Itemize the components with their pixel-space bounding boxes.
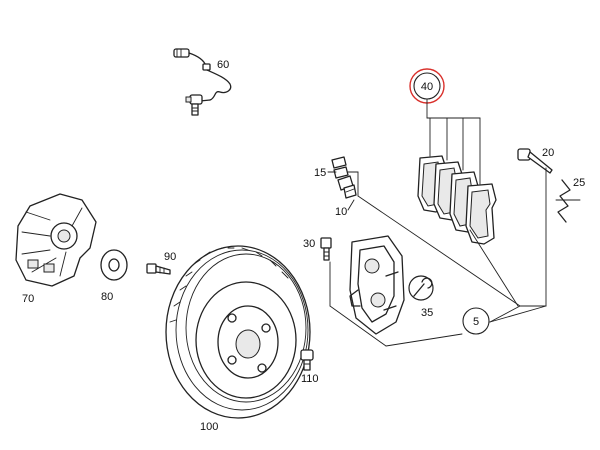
bleeder-screw-drawing[interactable] (408, 275, 434, 301)
callout-80[interactable]: 80 (101, 291, 113, 303)
callout-30[interactable]: 30 (303, 238, 315, 250)
callout-20[interactable]: 20 (542, 147, 554, 159)
shield-bolt-drawing[interactable] (146, 263, 171, 275)
callout-35[interactable]: 35 (421, 307, 433, 319)
callout-70[interactable]: 70 (22, 293, 34, 305)
callout-90[interactable]: 90 (164, 251, 176, 263)
caliper-assembly-leader-lines (329, 167, 547, 347)
spreader-spring-drawing[interactable] (555, 179, 581, 223)
guide-pin-drawing[interactable] (337, 175, 357, 199)
brake-disc-drawing[interactable] (165, 245, 311, 419)
leader-10 (347, 199, 355, 211)
disc-vent-hatching (169, 247, 289, 323)
callout-40[interactable]: 40 (421, 81, 433, 93)
callout-60[interactable]: 60 (217, 59, 229, 71)
callout-10[interactable]: 10 (335, 206, 347, 218)
brake-pad-set-drawing[interactable] (417, 155, 497, 245)
guide-pin-cap-drawing[interactable] (331, 156, 349, 179)
callout-25[interactable]: 25 (573, 177, 585, 189)
callout-15[interactable]: 15 (314, 167, 326, 179)
caliper-bolt-drawing[interactable] (320, 237, 332, 261)
splash-shield-drawing[interactable] (15, 193, 97, 287)
brake-caliper-drawing[interactable] (349, 235, 405, 335)
callout-40-marker[interactable]: 40 (409, 68, 445, 104)
callout-100[interactable]: 100 (200, 421, 218, 433)
brake-pad-leader-lines (426, 98, 481, 185)
callout-110[interactable]: 110 (301, 373, 319, 385)
washer-drawing[interactable] (100, 249, 128, 281)
callout-5-marker[interactable]: 5 (462, 307, 490, 335)
brake-wear-sensor-drawing[interactable] (173, 48, 232, 116)
callout-5[interactable]: 5 (473, 316, 479, 328)
disc-bolt-drawing[interactable] (300, 349, 314, 371)
